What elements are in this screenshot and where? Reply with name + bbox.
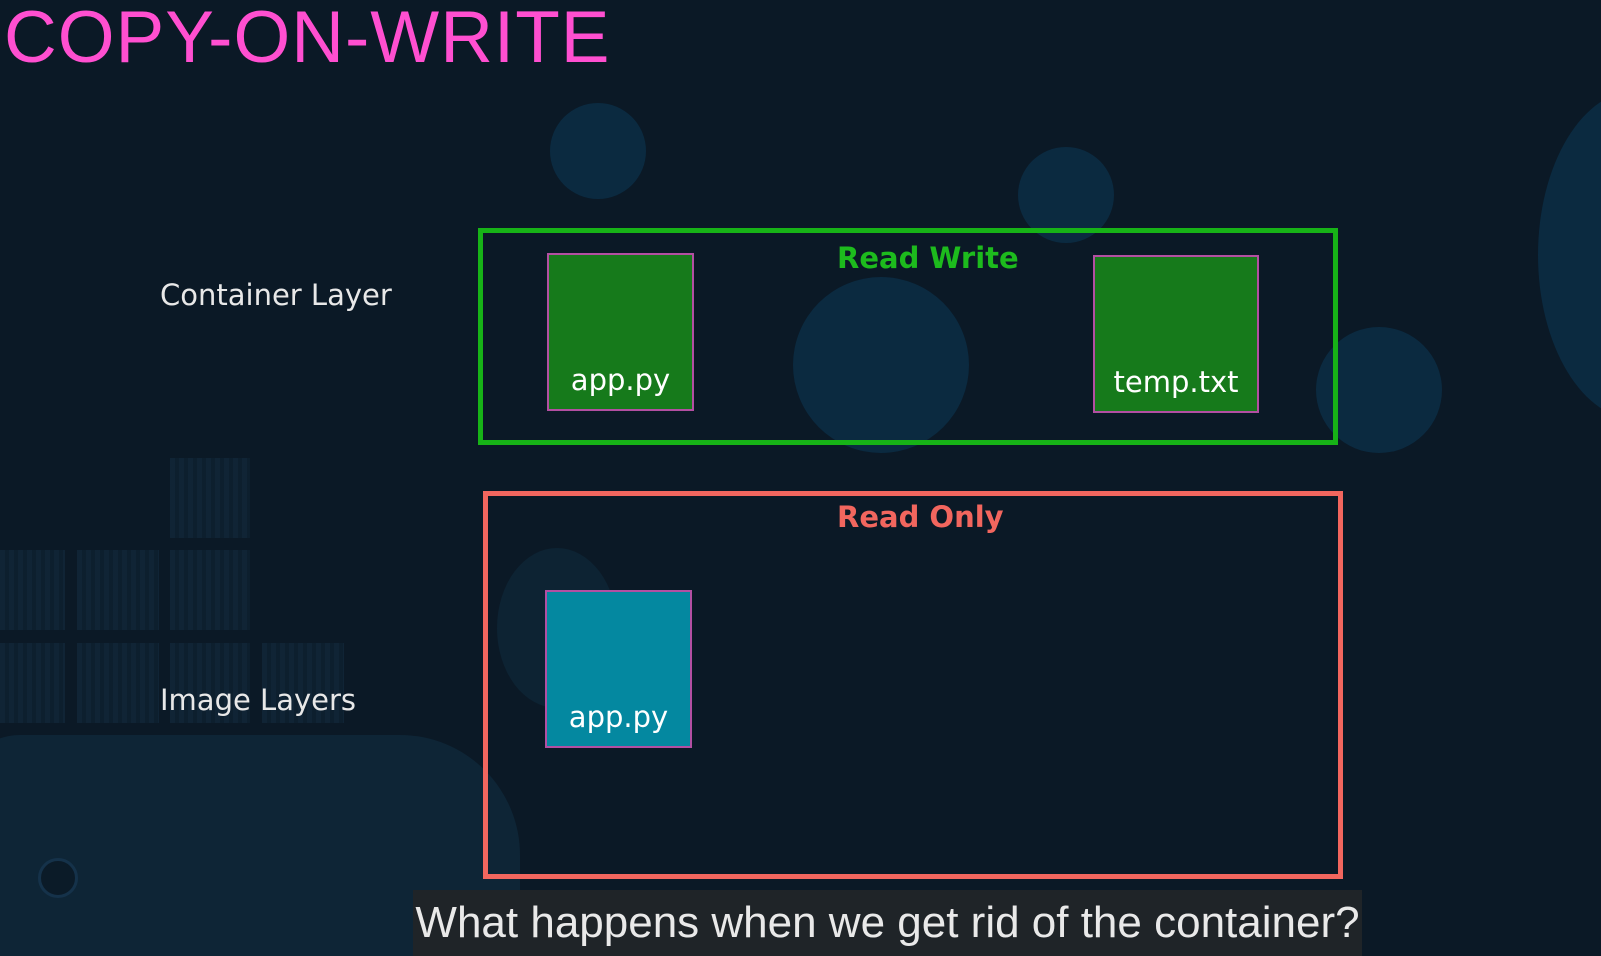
- background-container-crate: [0, 643, 65, 723]
- file-label: app.py: [568, 700, 669, 734]
- read-only-layer-box: [483, 491, 1343, 879]
- image-layers-label: Image Layers: [160, 683, 357, 717]
- background-container-crate: [77, 643, 159, 723]
- read-write-heading: Read Write: [837, 241, 1019, 275]
- subtitle-caption: What happens when we get rid of the cont…: [413, 890, 1362, 956]
- file-app-py-read-only: app.py: [545, 590, 692, 748]
- background-bubble: [550, 103, 646, 199]
- caption-text: What happens when we get rid of the cont…: [415, 898, 1360, 947]
- read-write-layer-box: [478, 228, 1338, 445]
- slide-title: COPY-ON-WRITE: [4, 0, 611, 78]
- background-whale-eye: [38, 858, 78, 898]
- background-container-crate: [170, 458, 250, 538]
- read-only-heading: Read Only: [837, 500, 1004, 534]
- background-container-crate: [170, 643, 250, 723]
- file-label: temp.txt: [1113, 365, 1239, 399]
- background-bubble: [1538, 90, 1601, 420]
- background-container-crate: [0, 550, 65, 630]
- background-container-crate: [77, 550, 159, 630]
- background-container-crate: [262, 643, 344, 723]
- background-bubble: [793, 277, 969, 453]
- background-bubble: [1018, 147, 1114, 243]
- file-temp-txt: temp.txt: [1093, 255, 1259, 413]
- container-layer-label: Container Layer: [160, 278, 392, 312]
- file-app-py-writable: app.py: [547, 253, 694, 411]
- file-label: app.py: [570, 363, 671, 397]
- background-container-crate: [170, 550, 250, 630]
